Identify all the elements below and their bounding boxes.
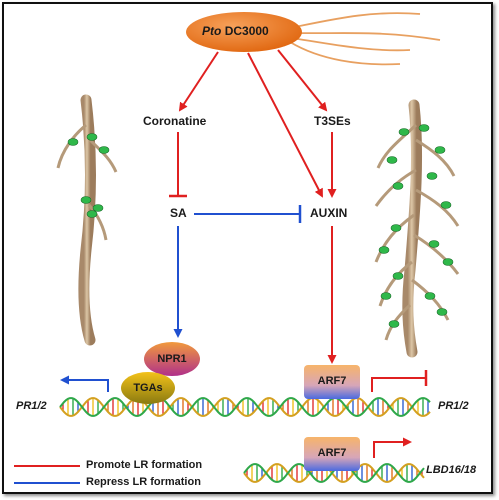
legend-repress-label: Repress LR formation: [86, 476, 201, 488]
lbd1618-gene: LBD16/18: [426, 464, 477, 476]
root-with-many-lateral-roots-icon: [374, 99, 460, 358]
lbd1618-transcription-arrow: [373, 437, 412, 458]
auxin-label: AUXIN: [310, 206, 348, 220]
arrow-pto-to-auxin: [247, 52, 323, 198]
pr12-left-gene: PR1/2: [16, 400, 47, 412]
root-with-few-lateral-roots-icon: [56, 94, 118, 346]
dna-helix-icon: [59, 397, 431, 417]
legend-promote-label: Promote LR formation: [86, 459, 203, 471]
pto-species: Pto: [202, 24, 222, 38]
arrow-pto-to-coronatine: [178, 51, 219, 112]
sa-label: SA: [170, 206, 187, 220]
arf7-top-label: ARF7: [317, 375, 347, 387]
npr1-shape: [144, 342, 200, 376]
inhibit-coronatine-to-sa: [169, 132, 187, 198]
arrow-pto-to-t3ses: [277, 49, 328, 112]
pto-label: Pto DC3000: [202, 24, 269, 38]
npr1-label: NPR1: [157, 353, 187, 365]
pto-bacterium-icon: [186, 12, 441, 66]
t3ses-label: T3SEs: [314, 114, 351, 128]
pr12-right-gene: PR1/2: [438, 400, 469, 412]
arf7-bottom-shape: [304, 437, 360, 471]
inhibit-sa-to-auxin: [194, 205, 302, 223]
dna-strand: [59, 397, 431, 417]
arf7-top-shape: [304, 365, 360, 399]
tgas-label: TGAs: [133, 382, 163, 394]
pto-strain: DC3000: [224, 24, 269, 38]
pr12-right-repression-arrow: [371, 370, 428, 392]
pr12-left-transcription-arrow: [60, 375, 109, 392]
tgas-shape: [121, 372, 175, 404]
diagram-border: [2, 2, 493, 494]
arf7-bottom-label: ARF7: [317, 447, 347, 459]
dna-strand: [243, 463, 425, 483]
coronatine-label: Coronatine: [143, 114, 207, 128]
